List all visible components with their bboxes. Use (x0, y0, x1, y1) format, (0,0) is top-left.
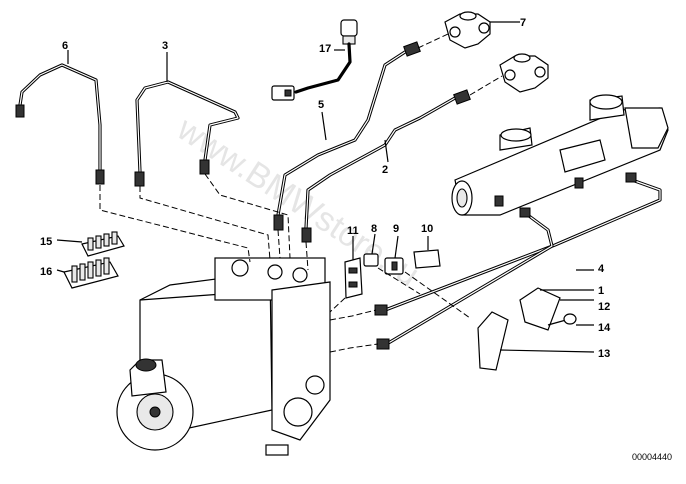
master-cylinder[interactable] (451, 94, 669, 216)
diagram-reference-number: 00004440 (632, 452, 672, 462)
callout-2: 2 (382, 164, 388, 176)
pressure-switch-17[interactable] (271, 19, 358, 101)
brake-pipe-2[interactable] (301, 89, 471, 243)
callout-11: 11 (347, 225, 359, 237)
callout-13: 13 (598, 348, 610, 360)
callout-labels: 6 3 17 7 5 2 15 16 11 8 9 10 4 1 12 14 1… (40, 17, 611, 360)
brake-pipe-4[interactable] (374, 172, 662, 316)
t-piece-7[interactable] (417, 11, 549, 96)
callout-14: 14 (598, 322, 611, 334)
callout-9: 9 (393, 223, 399, 235)
brake-pipe-6[interactable] (15, 50, 105, 185)
callout-12: 12 (598, 301, 610, 313)
assembly-lines (99, 173, 471, 353)
callout-17: 17 (319, 43, 331, 55)
clip-8[interactable] (363, 233, 379, 267)
clip-10[interactable] (413, 236, 441, 269)
clip-11[interactable] (344, 236, 363, 299)
pipe-holder-15[interactable] (56, 231, 125, 257)
screw-14[interactable] (547, 313, 594, 326)
callout-4: 4 (598, 263, 605, 275)
brake-pipe-3[interactable] (134, 52, 240, 187)
callout-10: 10 (421, 223, 433, 235)
pipe-holder-16[interactable] (56, 257, 119, 289)
bracket-13[interactable] (477, 311, 595, 371)
brake-pipe-5[interactable] (273, 41, 421, 231)
callout-1: 1 (598, 285, 604, 297)
callout-15: 15 (40, 236, 52, 248)
callout-8: 8 (371, 223, 377, 235)
callout-3: 3 (162, 40, 168, 52)
abs-hydraulic-unit[interactable] (116, 257, 331, 456)
clip-9[interactable] (384, 235, 404, 275)
bracket-12[interactable] (519, 287, 594, 331)
callout-7: 7 (520, 17, 526, 29)
callout-6: 6 (62, 40, 68, 52)
callout-16: 16 (40, 266, 52, 278)
callout-5: 5 (318, 99, 324, 111)
